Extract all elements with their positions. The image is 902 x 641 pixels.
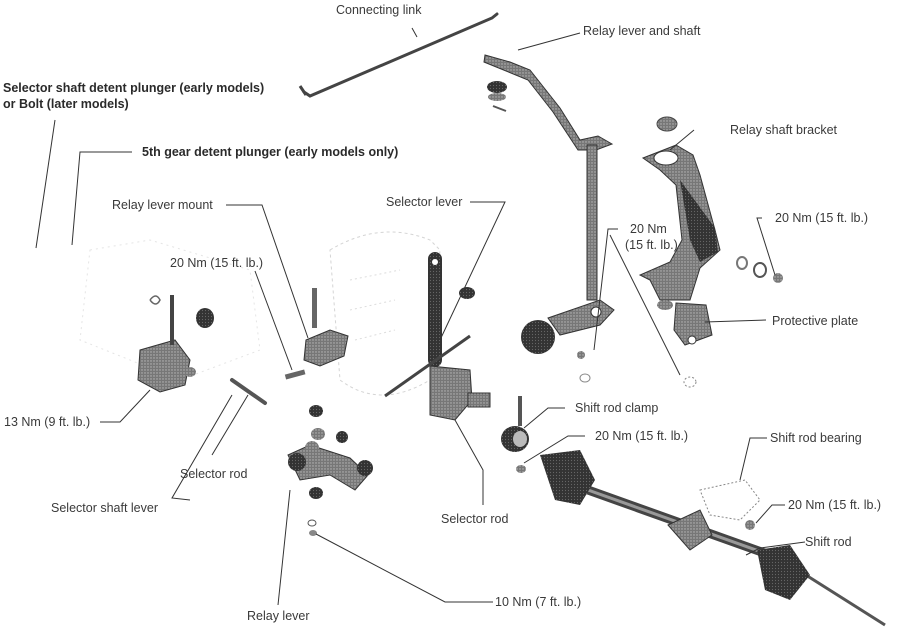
label-torque-20nm-clamp: 20 Nm (15 ft. lb.) — [595, 429, 689, 443]
label-selector-rod-center: Selector rod — [441, 512, 509, 526]
selector-shaft-lever-part — [137, 295, 214, 393]
label-shift-rod-bearing: Shift rod bearing — [770, 431, 862, 445]
label-torque-13nm: 13 Nm (9 ft. lb.) — [4, 415, 91, 429]
relay-lever-and-shaft-part — [483, 54, 615, 354]
relay-lever-mount-part — [284, 288, 349, 380]
label-connecting-link: Connecting link — [336, 3, 422, 17]
selector-rod-left-part — [230, 378, 267, 405]
washer-parts — [736, 256, 783, 283]
label-selector-shaft-detent-line2: or Bolt (later models) — [3, 97, 129, 111]
label-torque-20nm-shaft-line2: (15 ft. lb.) — [625, 238, 678, 252]
label-protective-plate: Protective plate — [772, 314, 859, 328]
label-relay-lever-mount: Relay lever mount — [112, 198, 213, 212]
shift-rod-part — [540, 450, 886, 627]
label-selector-shaft-detent: Selector shaft detent plunger (early mod… — [3, 81, 265, 95]
label-shift-rod-clamp: Shift rod clamp — [575, 401, 659, 415]
leader-lines — [35, 27, 806, 606]
loose-fasteners — [311, 351, 697, 443]
label-torque-20nm-shaft: 20 Nm — [630, 222, 667, 236]
label-relay-shaft-bracket: Relay shaft bracket — [730, 123, 837, 137]
selector-lever-part — [428, 252, 491, 421]
label-torque-20nm-bracket: 20 Nm (15 ft. lb.) — [775, 211, 869, 225]
shift-rod-clamp-part — [501, 396, 529, 473]
label-shift-rod: Shift rod — [805, 535, 852, 549]
label-5th-gear-detent-plunger: 5th gear detent plunger (early models on… — [142, 145, 399, 159]
relay-lever-part — [287, 405, 373, 536]
linkage-rod-part — [384, 334, 471, 398]
label-selector-shaft-lever: Selector shaft lever — [51, 501, 158, 515]
transmission-housing — [79, 231, 441, 396]
clip-parts — [487, 81, 507, 112]
relay-shaft-bracket-part — [638, 116, 721, 346]
connecting-link-part — [298, 12, 499, 98]
label-torque-20nm-mount: 20 Nm (15 ft. lb.) — [170, 256, 264, 270]
label-selector-lever: Selector lever — [386, 195, 463, 209]
label-relay-lever: Relay lever — [247, 609, 310, 623]
label-torque-10nm: 10 Nm (7 ft. lb.) — [495, 595, 582, 609]
label-relay-lever-and-shaft: Relay lever and shaft — [583, 24, 701, 38]
label-torque-20nm-bearing: 20 Nm (15 ft. lb.) — [788, 498, 882, 512]
label-selector-rod-left: Selector rod — [180, 467, 248, 481]
